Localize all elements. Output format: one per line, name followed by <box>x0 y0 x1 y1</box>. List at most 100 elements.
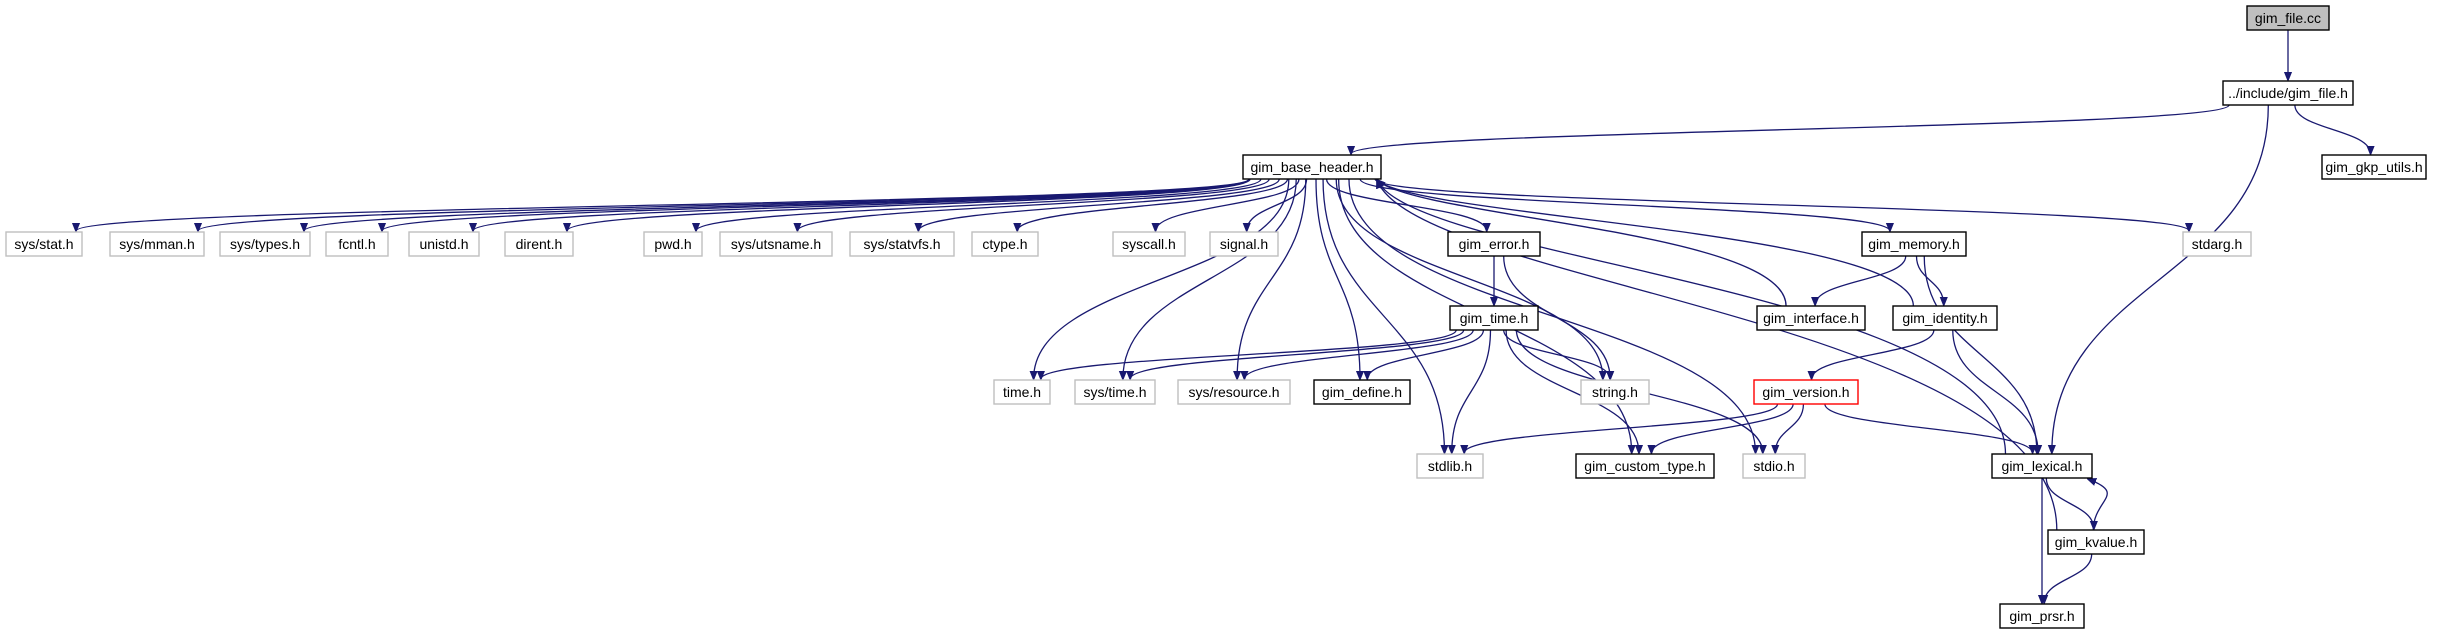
edge-gim-base-header-h-to-sys-statvfs-h <box>918 178 1280 231</box>
node-box <box>1209 231 1279 257</box>
node-gim-gkp-utils-h[interactable]: gim_gkp_utils.h <box>2321 154 2427 180</box>
node-box <box>504 231 574 257</box>
node-gim-define-h[interactable]: gim_define.h <box>1313 379 1411 405</box>
node-box <box>643 231 703 257</box>
node-gim-version-h[interactable]: gim_version.h <box>1753 379 1859 405</box>
node-box <box>1753 379 1859 405</box>
node-box <box>1991 453 2093 479</box>
edge-gim-identity-h-to-gim-base-header-h <box>1377 180 1914 307</box>
node-label: gim_version.h <box>1762 384 1849 400</box>
node-stdarg-h: stdarg.h <box>2182 231 2252 257</box>
node-sys-utsname-h: sys/utsname.h <box>719 231 833 257</box>
node-gim-prsr-h[interactable]: gim_prsr.h <box>1999 603 2085 629</box>
node-box <box>2182 231 2252 257</box>
node-box <box>1742 453 1806 479</box>
node-box <box>2047 529 2145 555</box>
node-sys-time-h: sys/time.h <box>1074 379 1156 405</box>
node-label: gim_memory.h <box>1868 236 1960 252</box>
node-gim-base-header-h[interactable]: gim_base_header.h <box>1242 154 1382 180</box>
node-gim-lexical-h[interactable]: gim_lexical.h <box>1991 453 2093 479</box>
node-box <box>1580 379 1650 405</box>
node-string-h: string.h <box>1580 379 1650 405</box>
node-label: sys/mman.h <box>119 236 194 252</box>
node-label: fcntl.h <box>338 236 375 252</box>
node-label: gim_kvalue.h <box>2055 534 2138 550</box>
edge-gim-base-header-h-to-pwd-h <box>696 178 1262 231</box>
edge-gim-base-header-h-to-gim-error-h <box>1325 178 1487 231</box>
edge-gim-base-header-h-to-ctype-h <box>1017 178 1289 231</box>
node-label: gim_error.h <box>1459 236 1530 252</box>
node-label: ctype.h <box>982 236 1027 252</box>
node-gim-kvalue-h[interactable]: gim_kvalue.h <box>2047 529 2145 555</box>
node-box <box>408 231 480 257</box>
edge-gim-time-h-to-gim-define-h <box>1367 329 1485 379</box>
node-label: gim_lexical.h <box>2002 458 2083 474</box>
edge-gim-kvalue-h-to-gim-prsr-h <box>2044 553 2093 603</box>
node-sys-mman-h: sys/mman.h <box>109 231 205 257</box>
edge-gim-base-header-h-to-sys-utsname-h <box>797 178 1270 231</box>
node-box <box>993 379 1051 405</box>
node-gim-error-h[interactable]: gim_error.h <box>1447 231 1541 257</box>
node-box <box>1313 379 1411 405</box>
node-label: stdlib.h <box>1428 458 1472 474</box>
edge-gim-time-h-to-gim-custom-type-h <box>1505 329 1639 453</box>
edge-gim-base-header-h-to-syscall-h <box>1156 178 1300 231</box>
edge-gim-time-h-to-time-h <box>1041 329 1457 379</box>
node-gim-file-cc[interactable]: gim_file.cc <box>2246 5 2330 31</box>
node-box <box>1756 305 1866 331</box>
edge-gim-kvalue-h-to-gim-base-header-h <box>1377 180 2058 531</box>
node-box <box>2222 80 2354 106</box>
edge-gim-base-header-h-to-gim-memory-h <box>1359 178 1890 231</box>
node-label: signal.h <box>1220 236 1268 252</box>
node-include-gim-file-h[interactable]: ../include/gim_file.h <box>2222 80 2354 106</box>
node-box <box>1447 231 1541 257</box>
edge-gim-base-header-h-to-time-h <box>1034 178 1290 379</box>
node-label: syscall.h <box>1122 236 1176 252</box>
node-time-h: time.h <box>993 379 1051 405</box>
node-gim-time-h[interactable]: gim_time.h <box>1449 305 1539 331</box>
node-label: pwd.h <box>654 236 691 252</box>
node-pwd-h: pwd.h <box>643 231 703 257</box>
node-label: gim_custom_type.h <box>1584 458 1705 474</box>
node-label: stdarg.h <box>2192 236 2243 252</box>
node-box <box>1112 231 1186 257</box>
node-sys-statvfs-h: sys/statvfs.h <box>849 231 955 257</box>
node-sys-types-h: sys/types.h <box>219 231 311 257</box>
node-box <box>1892 305 1998 331</box>
node-box <box>1999 603 2085 629</box>
node-label: time.h <box>1003 384 1041 400</box>
node-label: gim_base_header.h <box>1251 159 1374 175</box>
node-gim-identity-h[interactable]: gim_identity.h <box>1892 305 1998 331</box>
node-gim-custom-type-h[interactable]: gim_custom_type.h <box>1575 453 1715 479</box>
edge-gim-base-header-h-to-stdarg-h <box>1374 178 2189 231</box>
edge-gim-time-h-to-sys-time-h <box>1130 329 1465 379</box>
edge-gim-version-h-to-stdio-h <box>1775 403 1805 453</box>
node-label: sys/statvfs.h <box>863 236 940 252</box>
node-box <box>109 231 205 257</box>
node-gim-memory-h[interactable]: gim_memory.h <box>1861 231 1967 257</box>
node-box <box>2246 5 2330 31</box>
node-box <box>219 231 311 257</box>
edge-gim-memory-h-to-gim-interface-h <box>1815 255 1907 305</box>
graph-edges <box>76 29 2371 603</box>
node-label: gim_interface.h <box>1763 310 1859 326</box>
edge-gim-time-h-to-string-h <box>1503 329 1610 379</box>
node-sys-stat-h: sys/stat.h <box>5 231 83 257</box>
node-box <box>1242 154 1382 180</box>
node-gim-interface-h[interactable]: gim_interface.h <box>1756 305 1866 331</box>
edge-include-gim-file-h-to-gim-lexical-h <box>2052 104 2269 453</box>
edge-gim-base-header-h-to-sys-stat-h <box>76 178 1250 231</box>
edge-gim-lexical-h-to-gim-base-header-h <box>1377 180 2007 455</box>
node-label: string.h <box>1592 384 1638 400</box>
node-label: unistd.h <box>419 236 468 252</box>
edge-gim-base-header-h-to-stdio-h <box>1348 178 1756 453</box>
edge-gim-error-h-to-string-h <box>1503 255 1610 379</box>
node-box <box>849 231 955 257</box>
edge-gim-base-header-h-to-unistd-h <box>473 178 1250 231</box>
edge-gim-base-header-h-to-string-h <box>1335 178 1603 379</box>
node-label: stdio.h <box>1753 458 1794 474</box>
edge-gim-identity-h-to-gim-version-h <box>1812 329 1935 379</box>
node-label: gim_define.h <box>1322 384 1402 400</box>
node-box <box>325 231 389 257</box>
